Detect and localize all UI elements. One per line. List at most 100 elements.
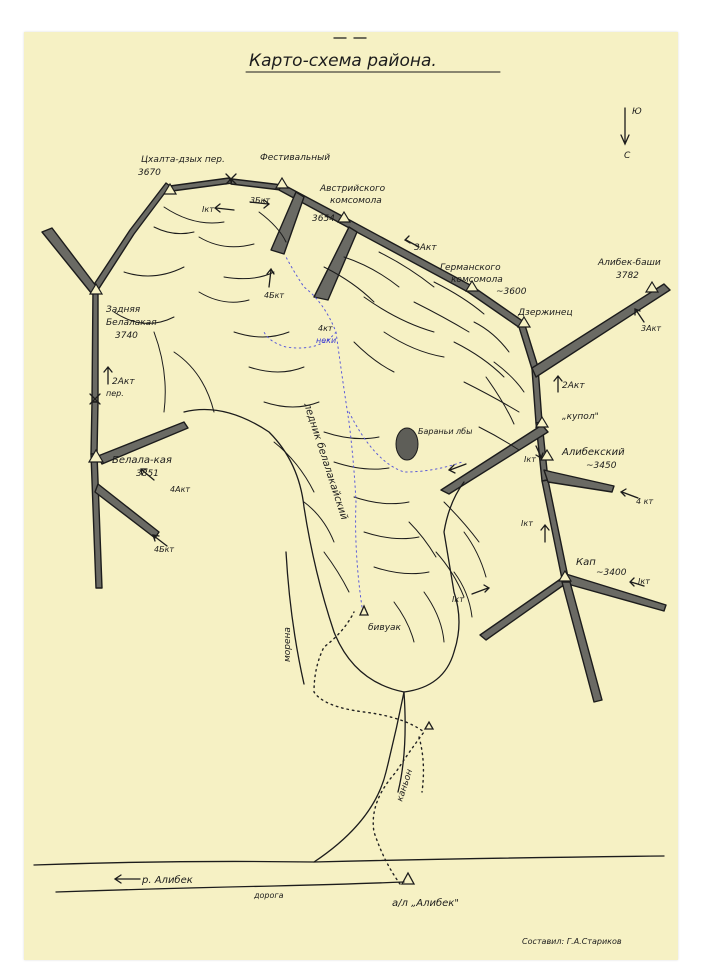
- arrow-icon: [140, 468, 155, 481]
- grade-label: 4кт: [318, 324, 333, 333]
- spur-nw: [41, 227, 97, 295]
- arrow-icon: [103, 365, 113, 385]
- arrow-icon: [266, 267, 275, 288]
- arrow-icon: [152, 534, 168, 547]
- arrow-icon: [113, 874, 141, 884]
- grade-label: 3Бкт: [250, 196, 270, 205]
- peak-tsalta-elev: 3670: [138, 168, 161, 178]
- summit-markers: [87, 173, 660, 582]
- glacier-label: ледник белалакайский: [301, 400, 351, 521]
- arrow-icon: [213, 203, 235, 213]
- glacier-route-side: [263, 331, 337, 349]
- tent-icon: [358, 604, 370, 616]
- spur-kap-w: [479, 577, 569, 641]
- peak-german-name2: комсомола: [451, 275, 503, 285]
- glacier-hatching: [113, 206, 525, 643]
- peak-zadnyaya-elev: 3740: [115, 331, 138, 341]
- grade-label: 2Акт: [112, 377, 135, 387]
- grade-label: 4 кт: [636, 497, 653, 506]
- moraine-line: [285, 551, 305, 685]
- grade-label: Iкт: [638, 577, 650, 586]
- peak-austrian-elev: 3654: [312, 214, 335, 224]
- peak-triangle-icon: [557, 569, 573, 582]
- canyon-edge: [397, 691, 406, 793]
- peak-triangle-icon: [162, 182, 178, 195]
- camp-label: а/л „Алибек": [392, 897, 459, 909]
- river-label: р. Алибек: [141, 874, 193, 886]
- canyon-route: [418, 736, 425, 793]
- north-arrow-icon: Ю С: [620, 107, 642, 161]
- peak-triangle-icon: [516, 315, 532, 328]
- ridge-lines: [41, 177, 671, 703]
- compass-south-label: Ю: [632, 107, 642, 117]
- river-line: [33, 855, 665, 866]
- camp-icon: [400, 871, 416, 885]
- lake-label: Бараньи лбы: [418, 427, 472, 436]
- author-credit: Составил: Г.А.Стариков: [522, 937, 622, 946]
- peak-zadnyaya-name1: Задняя: [106, 305, 141, 315]
- peak-festivalny-name: Фестивальный: [260, 153, 330, 163]
- map-title: Карто-схема района.: [249, 51, 437, 71]
- grade-label: 2Акт: [562, 381, 585, 391]
- arrow-icon: [249, 199, 271, 209]
- peak-triangle-icon: [539, 448, 555, 461]
- arrow-icon: [540, 523, 550, 543]
- peak-kap-elev: ~3400: [596, 568, 627, 578]
- arrow-icon: [553, 374, 563, 393]
- grade-label: 3Акт: [414, 243, 437, 253]
- compass-north-label: С: [624, 151, 631, 161]
- route-arrows: [103, 199, 645, 884]
- peak-alibek-bashi-name: Алибек-баши: [597, 258, 661, 268]
- area-map: Карто-схема района. Ю С: [33, 37, 671, 946]
- moraine-label: морена: [283, 627, 293, 662]
- spur-festivalny: [270, 191, 305, 255]
- arrow-icon: [629, 577, 645, 587]
- peak-dzerzhinets-name: Дзержинец: [517, 308, 573, 318]
- peak-kupol-name: „купол": [562, 412, 599, 422]
- peak-alibeksky-name: Алибекский: [561, 446, 625, 458]
- tent-icon: [423, 720, 435, 730]
- bivouac-label: бивуак: [368, 623, 402, 633]
- grade-label: 3Акт: [641, 324, 661, 333]
- spur-belala-se: [94, 483, 160, 539]
- pass-label: пер.: [106, 389, 124, 398]
- peak-triangle-icon: [534, 415, 550, 428]
- road-line: [55, 881, 405, 893]
- peak-triangle-icon: [87, 448, 105, 463]
- peak-austrian-name2: комсомола: [330, 196, 382, 206]
- peak-kap-name: Кап: [576, 557, 596, 568]
- spur-austrian: [313, 226, 358, 301]
- arrow-icon: [634, 308, 645, 323]
- map-sheet: Карто-схема района. Ю С: [24, 32, 678, 960]
- arrow-icon: [471, 584, 491, 595]
- grade-label: 4Бкт: [264, 291, 284, 300]
- glacier-tongue-outline: [183, 408, 465, 693]
- peak-belalakaya-elev: 3851: [136, 469, 159, 479]
- spur-alibek-bashi: [531, 283, 671, 378]
- peak-triangle-icon: [88, 282, 104, 295]
- spur-alibeksky: [543, 469, 615, 493]
- peak-belalakaya-name: Белала-кая: [112, 455, 172, 466]
- approach-route: [313, 611, 425, 885]
- peak-german-name1: Германского: [440, 263, 501, 273]
- canyon-label: каньон: [395, 768, 415, 803]
- peak-austrian-name1: Австрийского: [319, 184, 386, 194]
- arrow-icon: [535, 445, 544, 459]
- grade-label: 4Бкт: [154, 545, 174, 554]
- peak-zadnyaya-name2: Белалакая: [106, 318, 157, 328]
- peak-triangle-icon: [644, 280, 660, 293]
- arrow-icon: [619, 488, 639, 499]
- spur-kupol: [440, 424, 549, 495]
- canyon-edge: [313, 691, 405, 863]
- peak-triangle-icon: [336, 210, 352, 223]
- lake-icon: [395, 427, 419, 461]
- glacier-route: [285, 256, 363, 608]
- arrow-icon: [403, 235, 420, 248]
- grade-label: Iкт: [202, 205, 214, 214]
- note-label: неки: [316, 336, 336, 345]
- spur-kap-e: [563, 573, 667, 612]
- pass-cross-icon: [225, 173, 237, 185]
- peak-german-elev: ~3600: [496, 287, 527, 297]
- peak-triangle-icon: [464, 279, 480, 292]
- grade-label: Iкт: [452, 595, 464, 604]
